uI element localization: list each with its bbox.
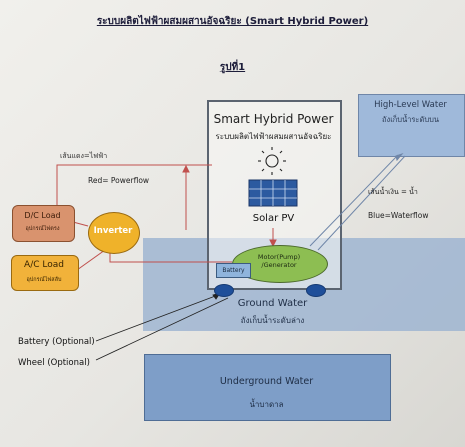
ac-load-subtitle: อุปกรณ์ไฟสลับ: [26, 277, 62, 283]
system-title: Smart Hybrid Power: [213, 112, 334, 126]
figure-label: รูปที่1: [219, 62, 246, 73]
solar-pv-label: Solar PV: [252, 213, 295, 224]
ground-water-subtitle: ถังเก็บน้ำระดับล่าง: [240, 316, 305, 325]
inverter-node: [88, 212, 140, 254]
motor-label-line1: Motor(Pump): [257, 253, 301, 261]
underground-water-tank: [144, 354, 391, 421]
motor-label: Motor(Pump) /Generator: [232, 253, 326, 269]
legend-red-line: เส้นแดง=ไฟฟ้า: [60, 152, 108, 160]
water-flow-lines: [309, 152, 406, 251]
battery-box: Battery: [216, 263, 251, 278]
inverter-label: Inverter: [93, 226, 133, 236]
ac-load-title: A/C Load: [24, 260, 64, 270]
solar-panel-icon: [248, 179, 298, 207]
dc-load-box: [12, 205, 75, 242]
wheel-optional-callout: Wheel (Optional): [18, 358, 90, 368]
sun-icon: [258, 147, 286, 175]
power-flow-lines: [56, 164, 277, 271]
underground-water-subtitle: น้ำบาดาล: [249, 400, 284, 409]
high-level-water-subtitle: ถังเก็บน้ำระดับบน: [382, 115, 439, 124]
dc-load-title: D/C Load: [24, 211, 61, 220]
legend-red-flow: Red= Powerflow: [88, 176, 150, 185]
high-level-water-title: High-Level Water: [374, 100, 447, 110]
ac-load-box: [11, 255, 79, 291]
system-subtitle: ระบบผลิตไฟฟ้าผสมผสานอัจฉริยะ: [215, 132, 332, 141]
underground-water-title: Underground Water: [219, 376, 314, 387]
dc-load-subtitle: อุปกรณ์ไฟตรง: [25, 226, 60, 232]
wheel-right-icon: [306, 284, 326, 297]
motor-label-line2: /Generator: [261, 261, 297, 269]
diagram-title: ระบบผลิตไฟฟ้าผสมผสานอัจฉริยะ (Smart Hybr…: [96, 16, 369, 27]
legend-blue-flow: Blue=Waterflow: [368, 211, 429, 220]
ground-water-title: Ground Water: [237, 298, 308, 309]
legend-blue-line: เส้นน้ำเงิน = น้ำ: [368, 188, 418, 196]
wheel-left-icon: [214, 284, 234, 297]
battery-optional-callout: Battery (Optional): [18, 337, 95, 347]
